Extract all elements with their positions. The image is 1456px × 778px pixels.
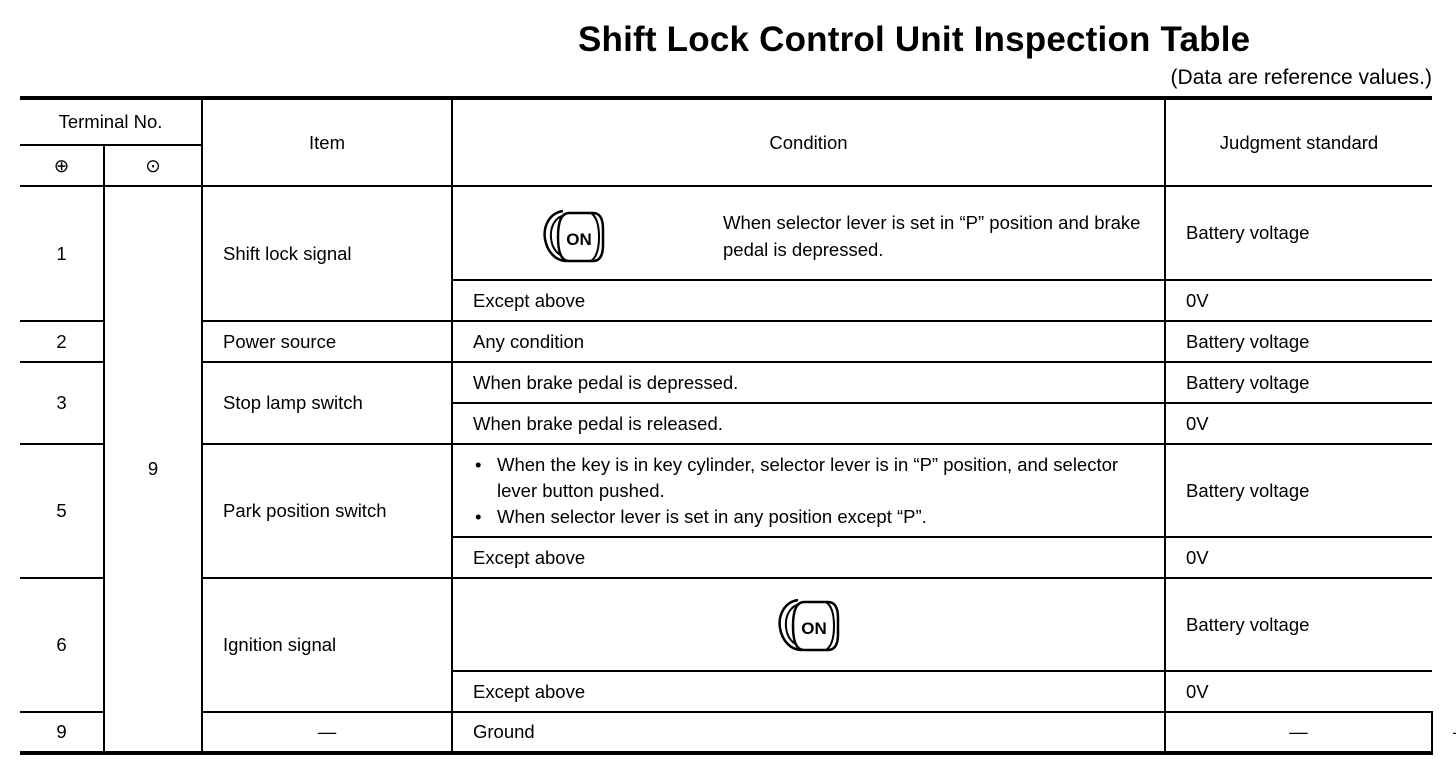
header-subrow: ⊕ ⊙ (20, 144, 1432, 187)
judgment-value: 0V (1164, 402, 1432, 445)
table-row: 1 9 Shift lock signal ON When selector l… (20, 185, 1432, 754)
header-plus-terminal: ⊕ (20, 144, 105, 187)
header-minus-terminal: ⊙ (103, 144, 202, 187)
judgment-value: Battery voltage (1164, 443, 1432, 538)
item-name: Ground (451, 711, 1166, 754)
header-judgment: Judgment standard (1164, 97, 1432, 187)
condition-cell: ON (451, 577, 1166, 672)
header-terminal-no: Terminal No. (20, 97, 203, 146)
item-name: Shift lock signal (201, 185, 453, 322)
inspection-table: Terminal No. Item Condition Judgment sta… (20, 96, 1456, 755)
condition-bullet: When selector lever is set in any positi… (473, 504, 1144, 530)
condition-text: Except above (452, 279, 1166, 322)
judgment-value: 0V (1164, 279, 1432, 322)
terminal-number: 1 (20, 185, 105, 322)
condition-text: — (1164, 711, 1433, 754)
table-row: Except above 0V (20, 279, 1432, 322)
judgment-value: Battery voltage (1164, 361, 1432, 404)
table-row: 6 Ignition signal ON Battery voltage (20, 577, 1432, 713)
condition-text: When selector lever is set in “P” positi… (723, 212, 1141, 260)
judgment-value: 0V (1164, 536, 1432, 579)
table-row: Except above 0V (20, 536, 1432, 579)
header-condition: Condition (451, 97, 1166, 187)
condition-text: When brake pedal is released. (452, 402, 1166, 445)
header-item: Item (201, 97, 453, 187)
judgment-value: Battery voltage (1164, 577, 1432, 672)
judgment-value: 0V (1164, 670, 1432, 713)
terminal-number: 3 (20, 361, 105, 445)
table-row: 2 Power source Any condition Battery vol… (20, 320, 1432, 363)
terminal-number: 5 (20, 443, 105, 579)
condition-text: Any condition (451, 320, 1166, 363)
key-icon-label: ON (801, 619, 827, 638)
condition-bullet-list: When the key is in key cylinder, selecto… (473, 452, 1144, 530)
table-row: 9 — Ground — — (20, 711, 1456, 754)
table-row: Except above 0V (20, 670, 1432, 713)
condition-text: Except above (452, 536, 1166, 579)
terminal-number: 2 (20, 320, 105, 363)
item-name: Park position switch (201, 443, 453, 579)
judgment-value: Battery voltage (1164, 320, 1432, 363)
page-title: Shift Lock Control Unit Inspection Table (578, 20, 1251, 59)
key-icon-label: ON (566, 230, 592, 249)
terminal-number: 9 (20, 711, 105, 754)
judgment-value: Battery voltage (1164, 185, 1432, 281)
table-row: 5 Park position switch When the key is i… (20, 443, 1432, 579)
condition-cell: When the key is in key cylinder, selecto… (451, 443, 1166, 538)
item-name: Stop lamp switch (201, 361, 453, 445)
reference-note: (Data are reference values.) (1170, 66, 1432, 89)
condition-text: When brake pedal is depressed. (451, 361, 1166, 404)
condition-text: Except above (452, 670, 1166, 713)
table-row: When brake pedal is released. 0V (20, 402, 1432, 445)
item-name: Ignition signal (201, 577, 453, 713)
header-row: Terminal No. Item Condition Judgment sta… (20, 97, 1432, 187)
minus-terminal: — (201, 711, 453, 754)
ignition-key-on-icon: ON (776, 594, 842, 656)
condition-cell: ON When selector lever is set in “P” pos… (451, 185, 1166, 281)
condition-bullet: When the key is in key cylinder, selecto… (473, 452, 1144, 504)
item-name: Power source (201, 320, 453, 363)
terminal-number: 6 (20, 577, 105, 713)
shared-minus-terminal: 9 (103, 185, 203, 754)
ignition-key-on-icon: ON (541, 205, 607, 267)
table-row: 3 Stop lamp switch When brake pedal is d… (20, 361, 1432, 445)
